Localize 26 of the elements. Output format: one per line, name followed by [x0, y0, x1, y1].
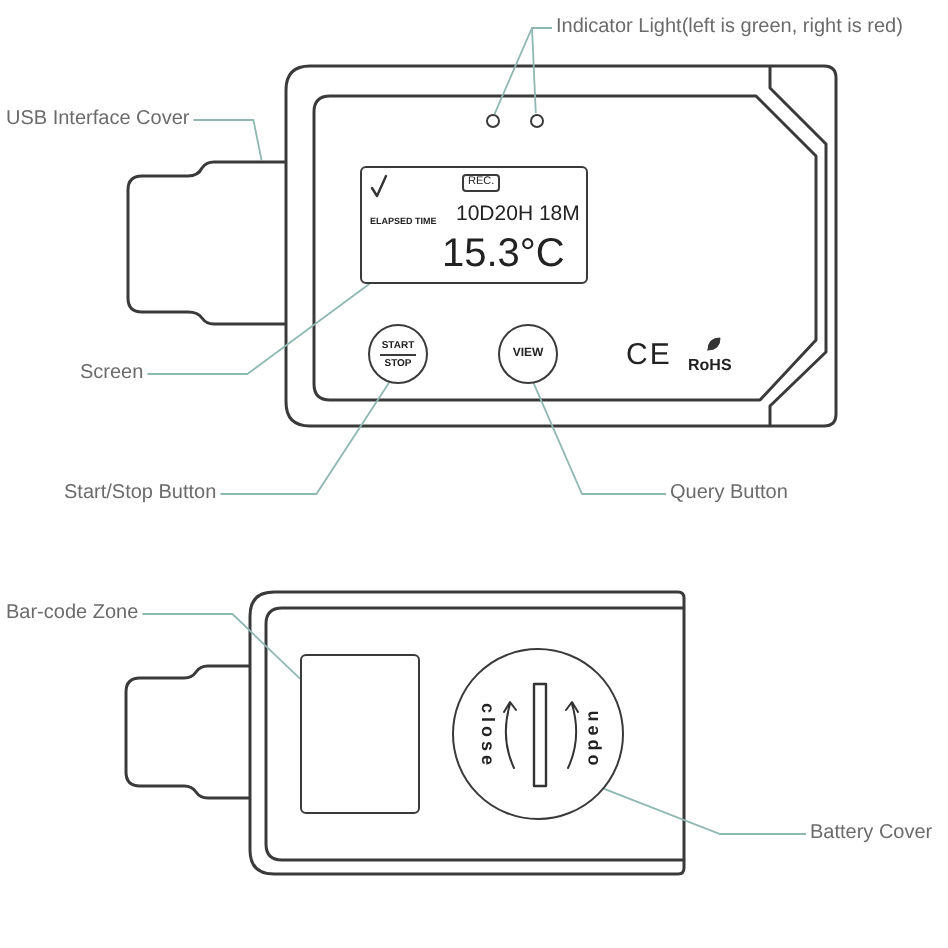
usb-cover: [126, 160, 286, 326]
callout-label: Screen: [80, 362, 144, 386]
elapsed-time-readout: 10D20H 18M: [456, 202, 580, 226]
leader-line: [146, 282, 371, 375]
callout-label: Bar-code Zone: [6, 602, 139, 626]
leader-line: [532, 382, 667, 495]
lcd-screen: [360, 166, 588, 284]
leader-line: [141, 613, 302, 680]
leader-line: [219, 381, 391, 495]
leader-line: [192, 119, 263, 162]
direction-label: close: [478, 703, 498, 769]
indicator-light-icon: [485, 113, 499, 127]
direction-label: open: [582, 706, 602, 766]
temperature-readout: 15.3°C: [442, 232, 565, 276]
battery-cover: [452, 648, 624, 820]
callout-label: Indicator Light(left is green, right is red): [556, 16, 903, 40]
barcode-area: [300, 654, 420, 814]
callout-label: USB Interface Cover: [6, 108, 190, 132]
conformity-mark: CE: [626, 340, 672, 372]
callout-label: Start/Stop Button: [64, 482, 217, 506]
callout-label: Battery Cover: [810, 822, 933, 846]
leader-line: [531, 27, 553, 115]
leader-line: [603, 787, 807, 835]
conformity-mark: RoHS: [688, 356, 732, 374]
callout-label: Query Button: [670, 482, 788, 506]
indicator-light-icon: [529, 113, 543, 127]
